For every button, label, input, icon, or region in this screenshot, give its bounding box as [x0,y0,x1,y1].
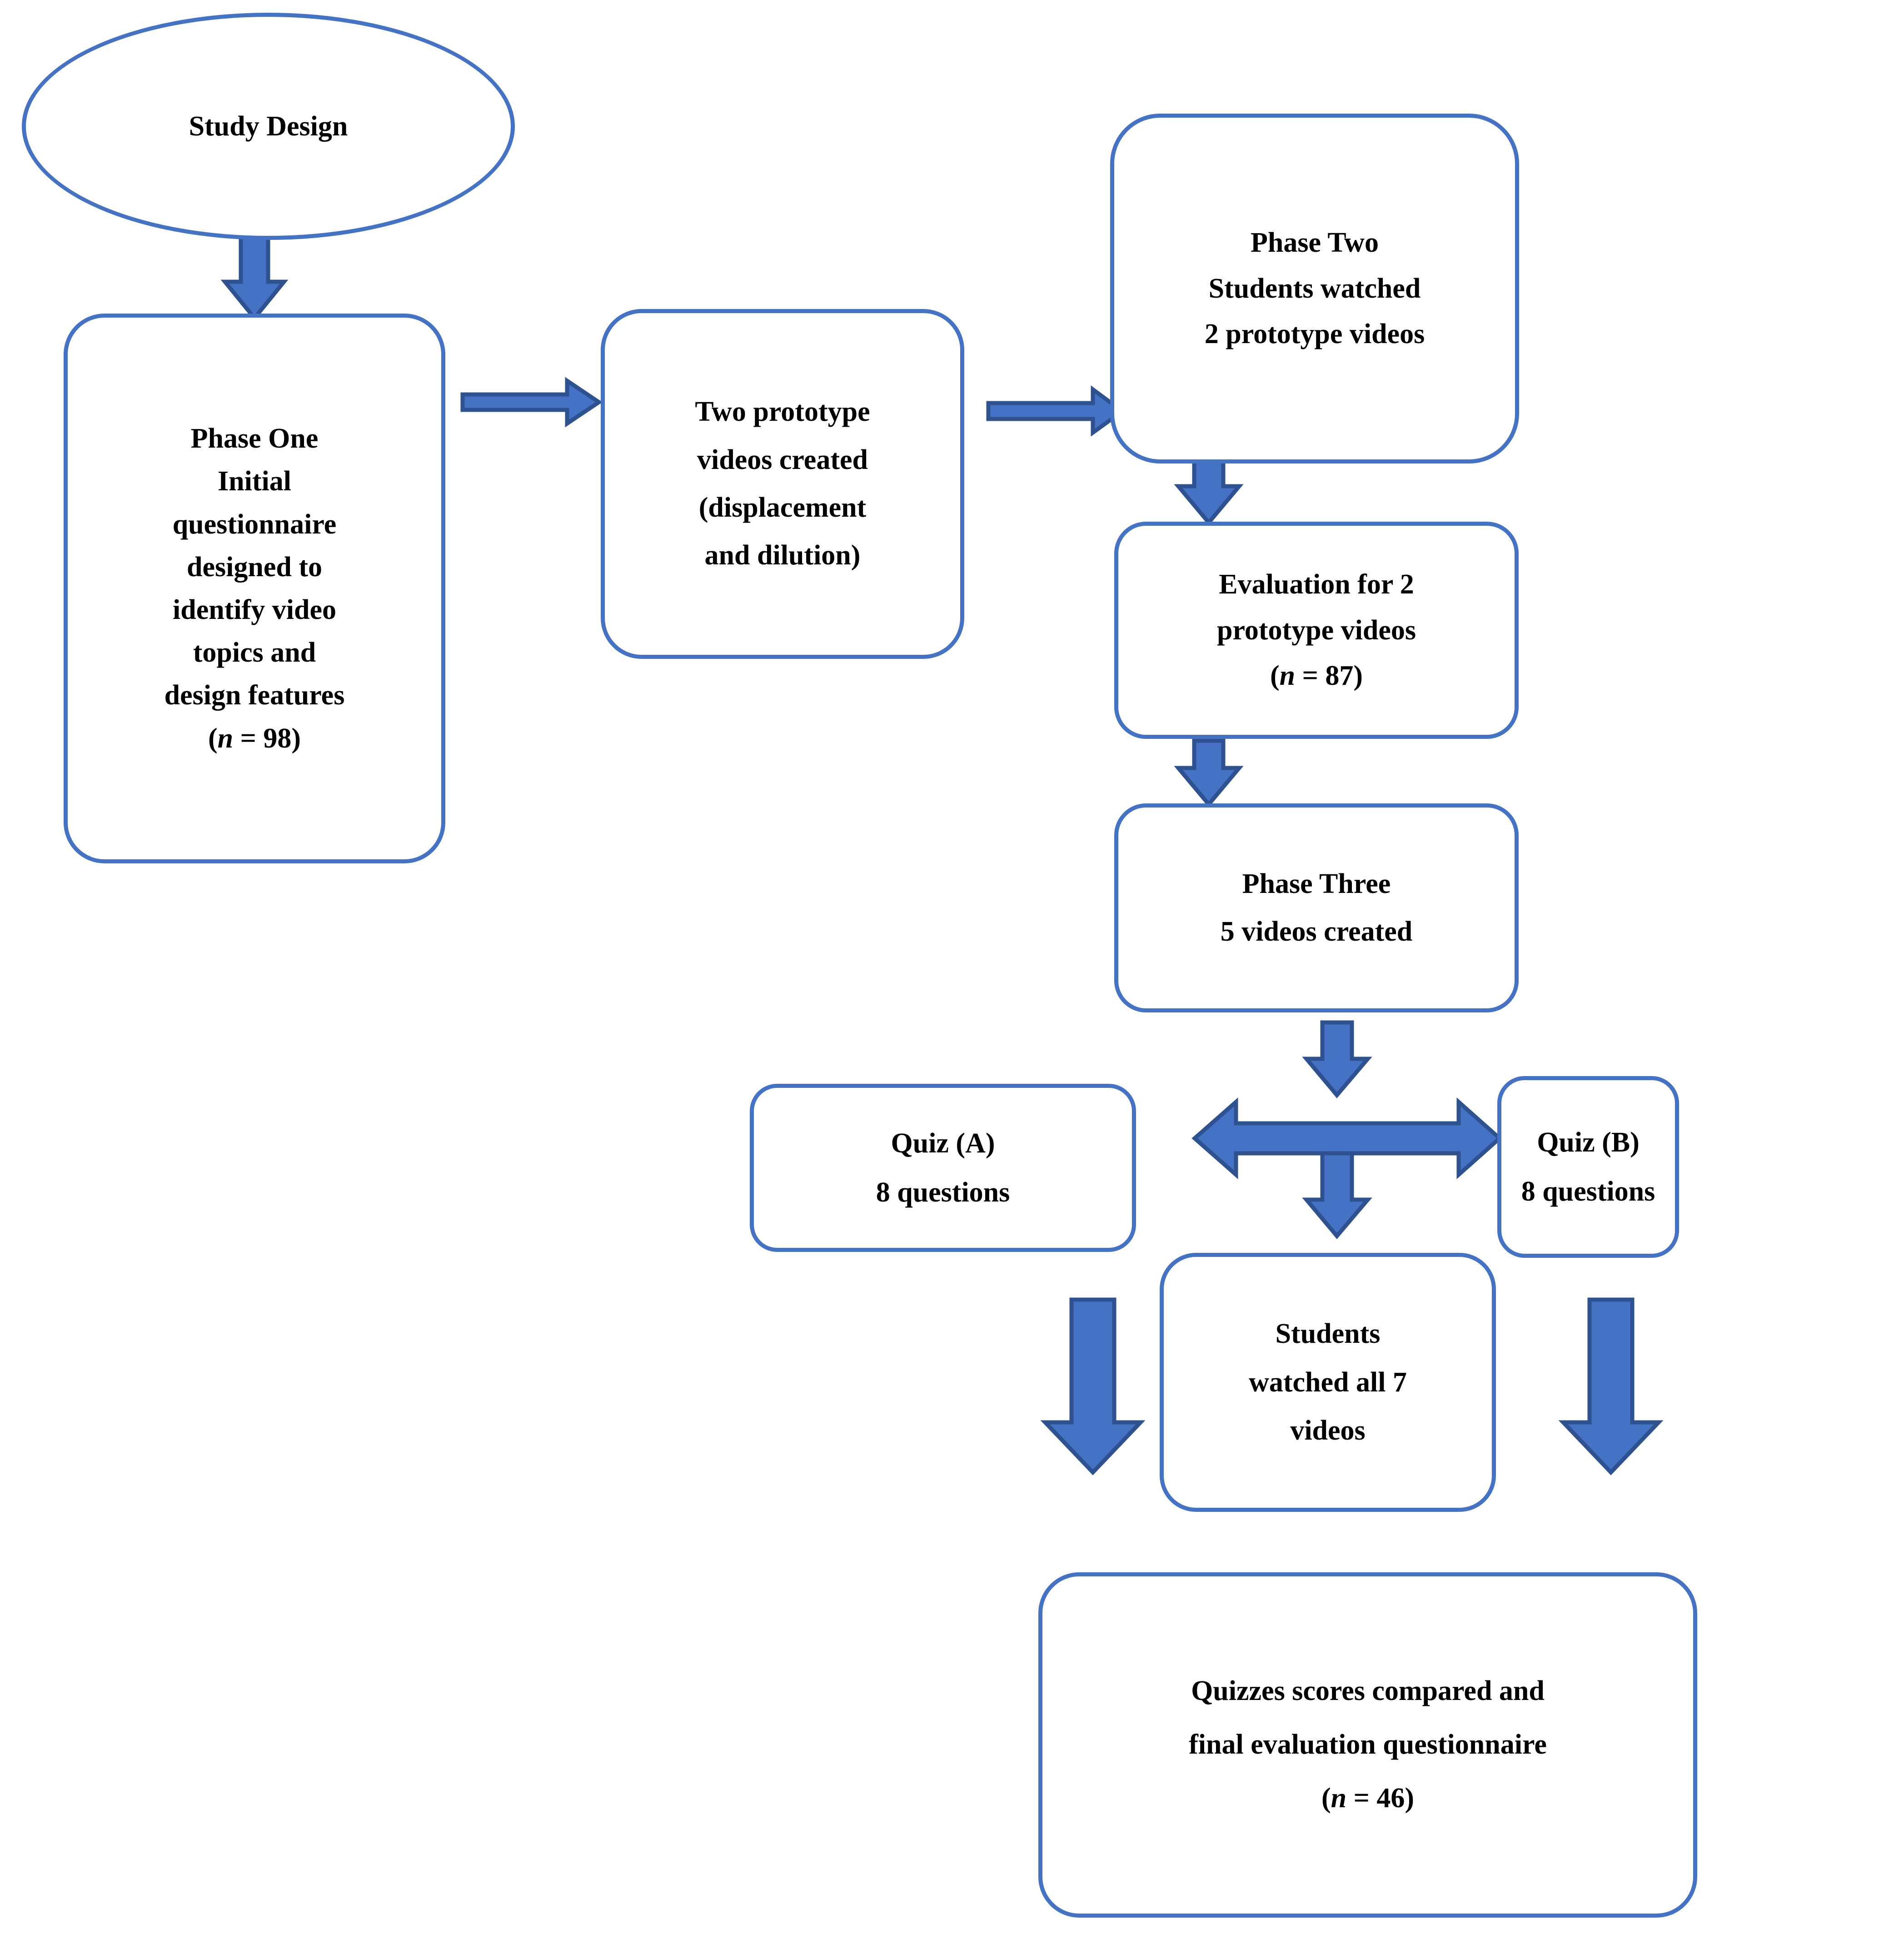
paren-open: ( [1270,660,1280,692]
node-quiz-a[interactable]: Quiz (A) 8 questions [750,1084,1136,1252]
node-phase-one-line-2: questionnaire [172,508,337,540]
arrow-prototype-videos-to-phase-two [986,385,1126,437]
arrow-study-design-to-phase-one [220,229,289,322]
arrow-quiz-b-to-final [1558,1297,1664,1475]
paren-open: ( [1321,1782,1331,1814]
node-phase-three[interactable]: Phase Three 5 videos created [1114,803,1519,1012]
arrow-quiz-a-to-final [1040,1297,1146,1475]
node-quiz-b-line-0: Quiz (B) [1537,1127,1640,1158]
node-quiz-b-text: Quiz (B) 8 questions [1501,1118,1675,1216]
node-phase-one-line-3: designed to [187,551,322,583]
node-phase-three-line-0: Phase Three [1242,868,1391,899]
node-final-evaluation-sample-size: (n = 46) [1047,1772,1689,1825]
n-symbol: n [217,723,234,754]
node-phase-one-line-0: Phase One [190,423,319,454]
node-prototype-videos-line-0: Two prototype [695,396,870,428]
node-phase-one-sample-size: (n = 98) [72,717,437,760]
node-evaluation[interactable]: Evaluation for 2 prototype videos (n = 8… [1114,522,1519,739]
arrow-evaluation-to-phase-three [1174,738,1244,808]
n-value: = 98) [233,723,301,754]
node-final-evaluation-line-1: final evaluation questionnaire [1189,1729,1547,1760]
node-final-evaluation-line-0: Quizzes scores compared and [1191,1675,1545,1707]
node-phase-two[interactable]: Phase Two Students watched 2 prototype v… [1110,114,1519,464]
arrow-split-to-quiz-a-and-quiz-b [1191,1097,1503,1180]
node-phase-two-line-1: Students watched [1208,273,1421,304]
node-watched-all-line-2: videos [1290,1415,1366,1446]
node-phase-one[interactable]: Phase One Initial questionnaire designed… [64,314,445,863]
node-final-evaluation[interactable]: Quizzes scores compared and final evalua… [1038,1572,1697,1918]
node-watched-all-line-0: Students [1275,1318,1381,1350]
node-evaluation-text: Evaluation for 2 prototype videos (n = 8… [1118,562,1515,698]
node-evaluation-sample-size: (n = 87) [1123,653,1510,698]
node-phase-one-text: Phase One Initial questionnaire designed… [68,417,441,760]
node-phase-one-line-4: identify video [173,594,336,625]
paren-open: ( [208,723,218,754]
node-phase-two-text: Phase Two Students watched 2 prototype v… [1114,220,1515,357]
node-quiz-a-text: Quiz (A) 8 questions [754,1119,1132,1217]
n-symbol: n [1331,1782,1347,1814]
node-phase-three-line-1: 5 videos created [1220,916,1413,947]
node-evaluation-line-0: Evaluation for 2 [1219,569,1414,600]
node-prototype-videos-line-2: (displacement [698,492,867,523]
node-phase-one-line-1: Initial [218,466,291,497]
node-quiz-a-line-1: 8 questions [876,1177,1010,1208]
node-quiz-a-line-0: Quiz (A) [891,1127,995,1159]
node-study-design[interactable]: Study Design [22,13,515,240]
arrow-phase-three-to-split [1302,1020,1372,1098]
n-symbol: n [1279,660,1296,692]
node-study-design-label: Study Design [189,110,348,142]
node-phase-one-line-5: topics and [193,637,316,668]
node-phase-two-line-2: 2 prototype videos [1204,319,1425,350]
node-quiz-b-line-1: 8 questions [1521,1176,1655,1207]
node-prototype-videos[interactable]: Two prototype videos created (displaceme… [601,309,964,659]
node-final-evaluation-text: Quizzes scores compared and final evalua… [1042,1665,1693,1825]
node-phase-one-line-6: design features [164,680,345,711]
arrow-split-to-watched-all [1302,1151,1372,1239]
node-phase-two-line-0: Phase Two [1251,227,1379,259]
node-prototype-videos-line-1: videos created [697,444,868,475]
node-prototype-videos-line-3: and dilution) [704,540,861,571]
n-value: = 87) [1295,660,1363,692]
node-watched-all-text: Students watched all 7 videos [1164,1310,1492,1455]
arrow-phase-two-to-evaluation [1174,457,1244,526]
node-watched-all[interactable]: Students watched all 7 videos [1160,1253,1496,1512]
node-evaluation-line-1: prototype videos [1216,614,1416,646]
n-value: = 46) [1346,1782,1415,1814]
node-quiz-b[interactable]: Quiz (B) 8 questions [1497,1076,1679,1258]
node-prototype-videos-text: Two prototype videos created (displaceme… [605,388,960,580]
node-watched-all-line-1: watched all 7 [1249,1366,1407,1398]
node-phase-three-text: Phase Three 5 videos created [1118,860,1515,956]
arrow-phase-one-to-prototype-videos [460,377,603,428]
